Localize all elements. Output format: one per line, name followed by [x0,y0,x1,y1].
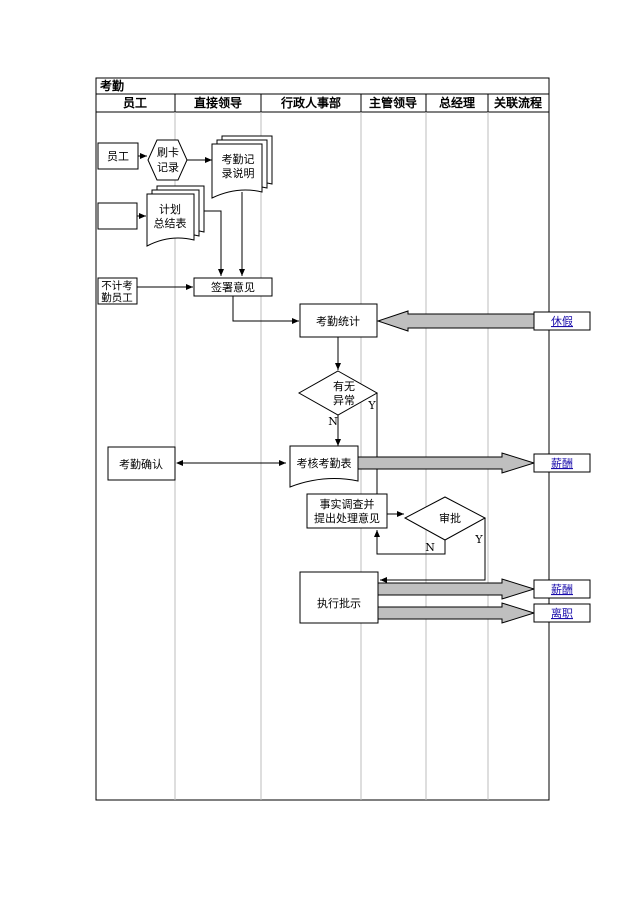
attendance-record-doc [211,135,273,199]
link-box-salary-2[interactable] [533,579,591,599]
lane-header-supervisor: 主管领导 [369,95,417,110]
link-resign[interactable]: 离职 [551,606,573,620]
lane-header-employee: 员工 [123,96,147,110]
sign-opinion-label: 签署意见 [211,280,255,294]
attendance-confirm-box [107,446,176,481]
record-doc-line-1: 考勤记 [222,153,255,166]
abnormal-decision [297,370,379,416]
arrow-salary-2 [377,578,536,600]
link-box-resign[interactable] [533,603,591,623]
branch-yes-2: Y [474,533,483,546]
link-leave[interactable]: 休假 [551,314,573,328]
approve-label: 审批 [439,511,461,525]
swipe-line-2: 记录 [157,161,179,174]
execute-box [299,571,379,624]
arrow-leave [376,310,535,332]
exempt-line-1: 不计考 [101,279,133,292]
investigate-box [306,493,388,529]
lane-header-related: 关联流程 [494,95,542,110]
lane-header-direct-leader: 直接领导 [194,95,242,110]
employee-box [97,142,139,170]
branch-yes-1: Y [367,399,376,412]
page-title: 考勤 [100,78,124,93]
attendance-stats-label: 考勤统计 [316,315,360,328]
branch-no-1: N [328,415,338,428]
plan-doc-line-2: 总结表 [154,216,187,230]
branch-no-2: N [425,541,435,554]
employee-label: 员工 [107,150,129,163]
lane-header-gm: 总经理 [439,95,475,110]
frame [95,77,550,801]
attendance-confirm-label: 考勤确认 [119,458,163,471]
link-salary-2[interactable]: 薪酬 [551,583,573,596]
execute-label: 执行批示 [317,596,361,610]
arrow-resign [377,602,536,624]
link-box-salary-1[interactable] [533,453,591,473]
lane-header-hr: 行政人事部 [280,95,341,110]
swipe-record-node [147,139,188,181]
swipe-line-1: 刷卡 [157,146,179,159]
record-doc-line-2: 录说明 [222,166,255,180]
abnormal-line-1: 有无 [333,379,355,393]
exempt-line-2: 勤员工 [101,291,133,304]
link-salary-1[interactable]: 薪酬 [551,457,573,470]
abnormal-line-2: 异常 [333,394,355,407]
employee-blank-box [97,202,138,230]
plan-doc-line-1: 计划 [159,203,181,216]
investigate-line-1: 事实调查并 [320,497,375,511]
plan-summary-doc [146,185,205,247]
investigate-line-2: 提出处理意见 [314,511,380,525]
arrow-salary-1 [357,452,536,474]
assessment-table-doc [289,445,359,488]
exempt-employee-box [97,277,138,305]
assessment-table-label: 考核考勤表 [297,456,352,470]
link-box-leave[interactable] [533,311,591,331]
